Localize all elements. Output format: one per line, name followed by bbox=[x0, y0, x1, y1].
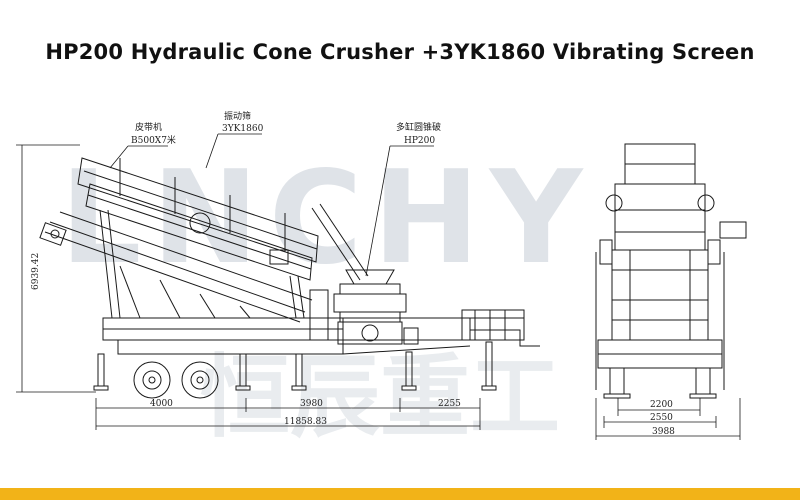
inclined-conveyor bbox=[39, 211, 313, 323]
dim-end-inner-label: 2200 bbox=[650, 400, 673, 410]
side-view bbox=[39, 157, 540, 399]
wheel-front bbox=[133, 361, 171, 399]
dim-end-total-label: 3988 bbox=[652, 427, 675, 437]
callout-screen-name: 振动筛 bbox=[224, 110, 251, 122]
callout-crusher-spec: HP200 bbox=[404, 136, 435, 146]
end-view bbox=[595, 143, 747, 399]
dim-segment1-label: 4000 bbox=[150, 399, 173, 409]
watermark-latin: LNCHY bbox=[60, 144, 592, 293]
feed-conveyor bbox=[311, 203, 369, 281]
support-legs bbox=[93, 341, 497, 391]
tow-hitch bbox=[470, 329, 540, 347]
watermark-cjk: 恒辰重工 bbox=[200, 345, 560, 450]
service-platform bbox=[461, 309, 525, 341]
accent-bar bbox=[0, 488, 800, 500]
screen-supports bbox=[99, 209, 305, 319]
cone-crusher-body bbox=[309, 269, 419, 345]
wheel-rear bbox=[181, 361, 219, 399]
dim-end-mid-label: 2550 bbox=[650, 413, 673, 423]
page-title: HP200 Hydraulic Cone Crusher +3YK1860 Vi… bbox=[45, 40, 755, 64]
vibrating-screen-body bbox=[77, 157, 319, 281]
dim-height-label: 6939.42 bbox=[31, 253, 41, 290]
callout-leaders bbox=[109, 133, 434, 277]
callout-belt-conveyor-name: 皮带机 bbox=[135, 121, 162, 133]
callout-screen-spec: 3YK1860 bbox=[222, 124, 264, 134]
dim-segment3-label: 2255 bbox=[438, 399, 461, 409]
dim-total-label: 11858.83 bbox=[284, 417, 327, 427]
chassis-frame bbox=[102, 317, 520, 355]
dim-segment2-label: 3980 bbox=[300, 399, 323, 409]
callout-belt-conveyor-spec: B500X7米 bbox=[131, 134, 176, 146]
callout-crusher-name: 多缸圆锥破 bbox=[396, 121, 441, 133]
dimension-lines bbox=[16, 144, 741, 440]
